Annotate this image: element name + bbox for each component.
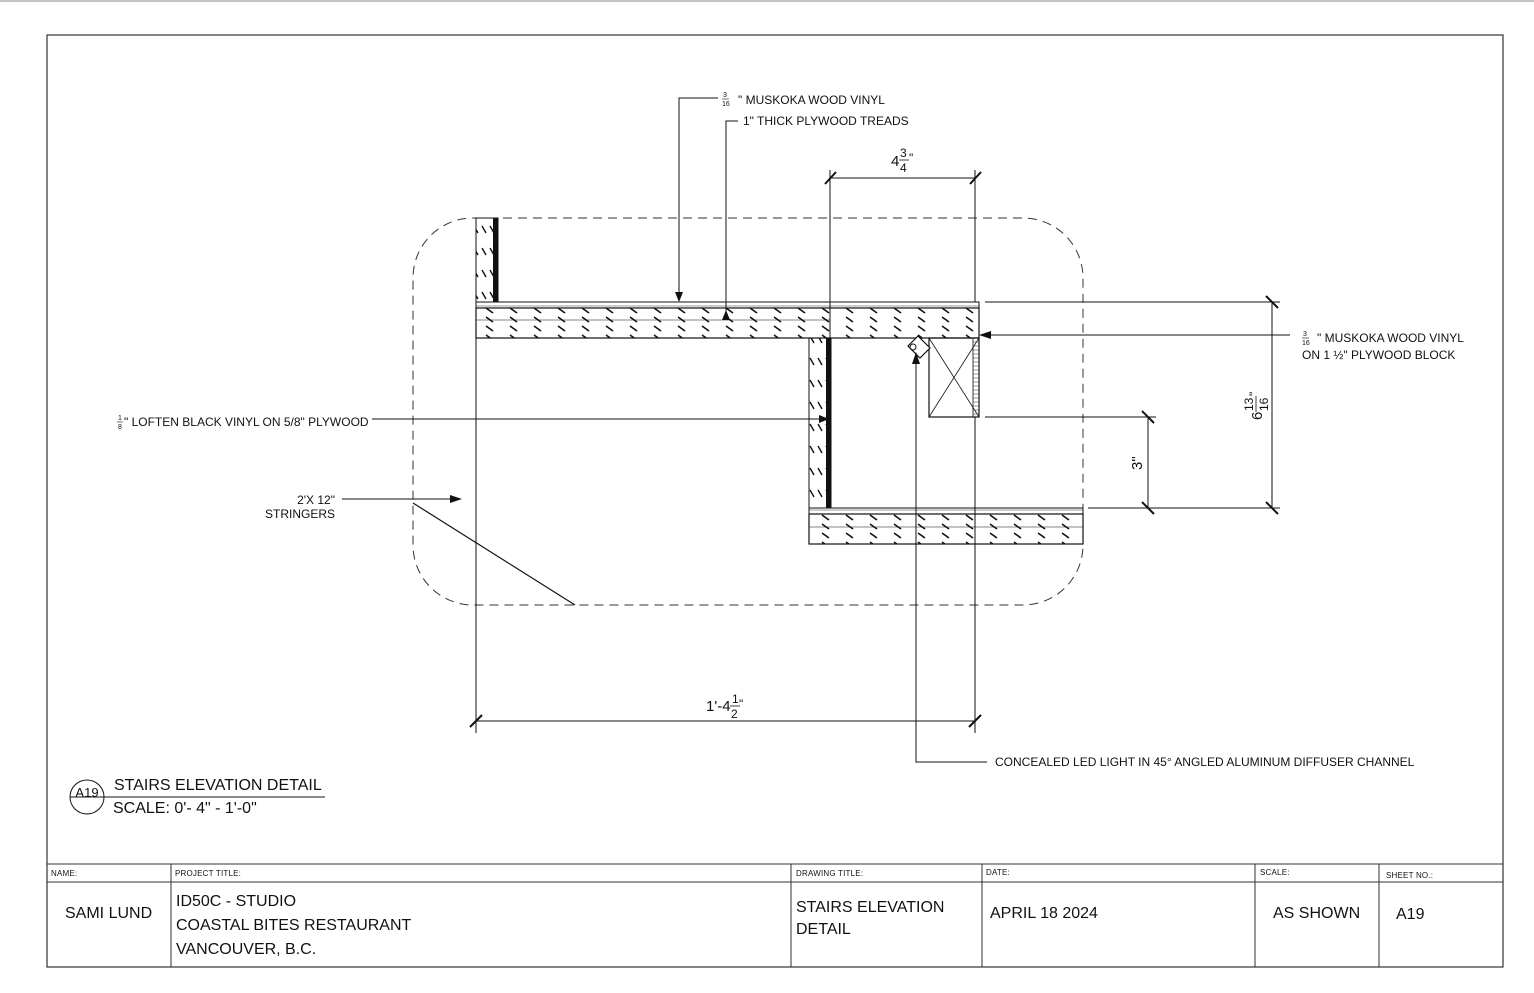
muskoka-right-text-2: ON 1 ½" PLYWOOD BLOCK xyxy=(1302,348,1455,362)
dim-top: 4 3 4 " xyxy=(891,146,913,175)
svg-text:": " xyxy=(1247,392,1261,396)
project-title-value: ID50C - STUDIO COASTAL BITES RESTAURANT … xyxy=(176,890,411,962)
svg-text:16: 16 xyxy=(1302,340,1310,347)
upper-tread xyxy=(475,301,980,339)
svg-text:16: 16 xyxy=(722,101,730,108)
svg-text:": " xyxy=(909,151,913,165)
plywood-block xyxy=(928,337,980,418)
drawing-title-header: DRAWING TITLE: xyxy=(796,869,864,878)
scale-header: SCALE: xyxy=(1260,868,1290,877)
svg-text:3: 3 xyxy=(1303,331,1307,338)
sheet-no-header: SHEET NO.: xyxy=(1386,871,1434,880)
svg-text:4: 4 xyxy=(900,161,907,175)
date-value: APRIL 18 2024 xyxy=(990,905,1098,922)
detail-tag: A19 xyxy=(75,785,98,800)
muskoka-right-label: 3 16 " MUSKOKA WOOD VINYL ON 1 ½" PLYWOO… xyxy=(1302,331,1464,362)
dim-right-short-text: 3" xyxy=(1129,456,1146,470)
name-value: SAMI LUND xyxy=(65,905,153,922)
lower-riser xyxy=(808,337,832,509)
drawing-line-2: DETAIL xyxy=(796,921,851,938)
drawing-line-1: STAIRS ELEVATION xyxy=(796,899,945,916)
title-block-grid xyxy=(47,863,1503,967)
plywood-treads-label: 1" THICK PLYWOOD TREADS xyxy=(743,114,909,128)
project-line-2: COASTAL BITES RESTAURANT xyxy=(176,917,412,934)
svg-text:3: 3 xyxy=(723,92,727,99)
led-channel xyxy=(907,335,931,359)
svg-text:8: 8 xyxy=(118,424,122,431)
project-title-header: PROJECT TITLE: xyxy=(175,869,242,878)
muskoka-top-label: 3 16 " MUSKOKA WOOD VINYL xyxy=(722,92,885,108)
upper-riser xyxy=(475,217,499,303)
loften-label: 1 8 " LOFTEN BLACK VINYL ON 5/8" PLYWOOD xyxy=(117,415,369,431)
svg-text:1: 1 xyxy=(118,415,122,422)
svg-text:1: 1 xyxy=(732,692,739,706)
svg-text:": " xyxy=(739,697,743,711)
sheet-no-value: A19 xyxy=(1396,906,1425,923)
project-line-1: ID50C - STUDIO xyxy=(176,893,297,910)
stringer-line xyxy=(412,502,576,606)
detail-callout: A19 STAIRS ELEVATION DETAIL SCALE: 0'- 4… xyxy=(69,777,325,817)
loften-text: " LOFTEN BLACK VINYL ON 5/8" PLYWOOD xyxy=(124,415,369,429)
svg-text:13: 13 xyxy=(1242,397,1256,411)
muskoka-top-text: " MUSKOKA WOOD VINYL xyxy=(738,93,885,107)
muskoka-right-text: " MUSKOKA WOOD VINYL xyxy=(1317,331,1464,345)
drawing-title-value: STAIRS ELEVATION DETAIL xyxy=(796,897,944,941)
project-line-3: VANCOUVER, B.C. xyxy=(176,941,317,958)
name-header: NAME: xyxy=(51,869,78,878)
dim-bottom: 1'-4 1 2 " xyxy=(706,692,743,721)
dim-right-tall-text: 6 xyxy=(1249,412,1266,420)
dim-right-tall: 6 13 16 " xyxy=(1242,392,1271,420)
stringers-label-1: 2'X 12" xyxy=(297,493,335,507)
stringers-label-2: STRINGERS xyxy=(265,507,335,521)
svg-text:2: 2 xyxy=(731,707,738,721)
svg-text:16: 16 xyxy=(1257,397,1271,411)
dim-top-text: 4 xyxy=(891,153,899,170)
date-header: DATE: xyxy=(986,868,1010,877)
detail-boundary xyxy=(412,217,1084,606)
scale-value: AS SHOWN xyxy=(1273,905,1361,922)
lower-tread xyxy=(808,507,1084,545)
dim-bottom-text: 1'-4 xyxy=(706,698,731,715)
svg-text:3: 3 xyxy=(900,146,907,160)
sheet-border xyxy=(46,34,1504,968)
detail-title: STAIRS ELEVATION DETAIL xyxy=(114,777,322,794)
detail-scale: SCALE: 0'- 4" - 1'-0" xyxy=(113,800,257,817)
led-label: CONCEALED LED LIGHT IN 45° ANGLED ALUMIN… xyxy=(995,755,1415,769)
